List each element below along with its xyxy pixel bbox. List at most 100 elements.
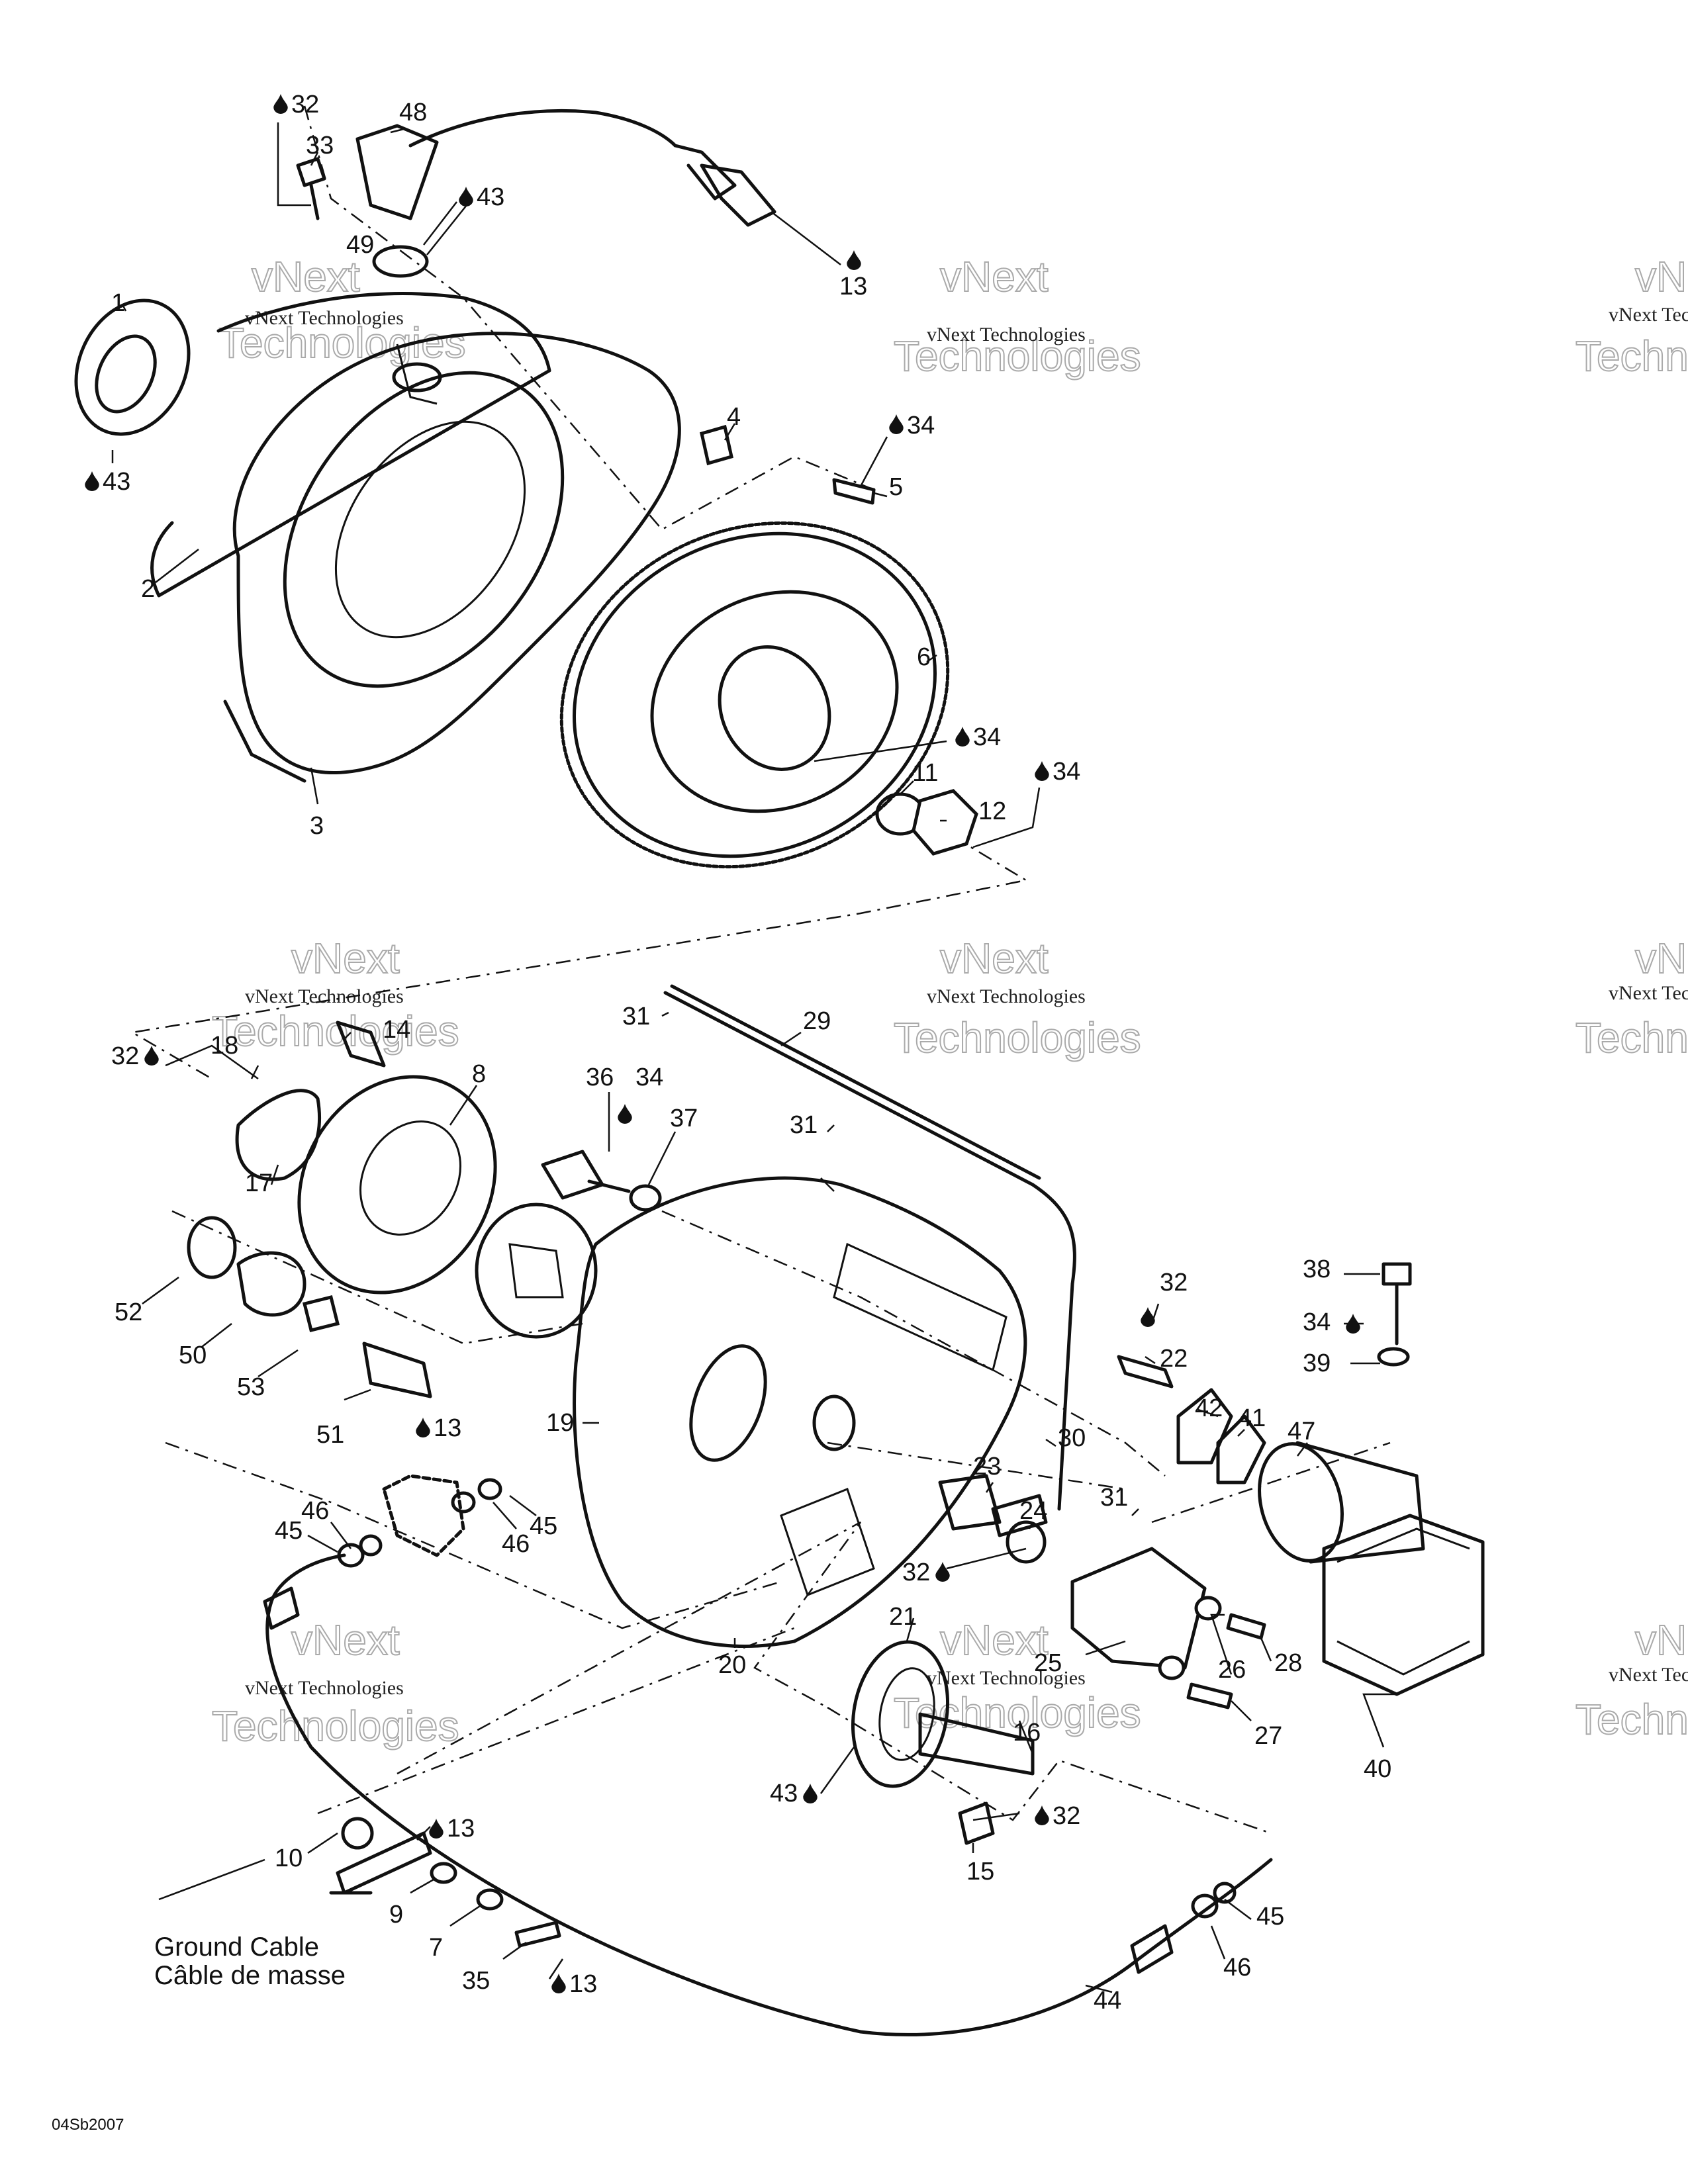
washer-37 bbox=[629, 1184, 662, 1212]
bolt-36 bbox=[541, 1150, 631, 1200]
watermark-text: vNext Technologies bbox=[245, 1677, 404, 1699]
callout-52: 52 bbox=[115, 1298, 142, 1326]
callout-32: 32 bbox=[291, 91, 319, 118]
gasket-2 bbox=[150, 292, 551, 598]
callout-46: 46 bbox=[1223, 1954, 1251, 1981]
callout-33: 33 bbox=[306, 132, 334, 159]
watermark-text: vNext Technologies bbox=[927, 324, 1086, 345]
watermark-text: vNext bbox=[252, 253, 360, 300]
callout-45: 45 bbox=[275, 1517, 303, 1545]
oil-drop-icon bbox=[955, 727, 970, 747]
lever-46 bbox=[382, 1474, 465, 1557]
o-ring-24 bbox=[1006, 1520, 1047, 1564]
watermark-text: Technologies bbox=[218, 319, 466, 367]
watermark-text: vNext bbox=[1635, 934, 1688, 982]
callout-31: 31 bbox=[1100, 1484, 1128, 1512]
callout-29: 29 bbox=[803, 1007, 831, 1035]
callout-32: 32 bbox=[902, 1559, 930, 1586]
plate-41 bbox=[1216, 1414, 1266, 1484]
callout-34: 34 bbox=[635, 1064, 663, 1091]
callout-8: 8 bbox=[472, 1060, 486, 1088]
callout-43: 43 bbox=[477, 183, 504, 211]
watermark-text: vNext bbox=[940, 1616, 1049, 1664]
dowel-4 bbox=[700, 424, 733, 466]
callout-13: 13 bbox=[569, 1970, 597, 1998]
watermark-text: vNext Technologies bbox=[245, 307, 404, 329]
oil-drop-icon bbox=[935, 1562, 950, 1582]
watermark-text: vNext Technologies bbox=[927, 1667, 1086, 1689]
callout-51: 51 bbox=[316, 1421, 344, 1449]
cable-29 bbox=[663, 984, 1076, 1511]
callout-20: 20 bbox=[718, 1651, 746, 1679]
callout-10: 10 bbox=[275, 1844, 303, 1872]
watermarks: vNext Technologies vNext Technologies vN… bbox=[211, 252, 1688, 1751]
callout-45: 45 bbox=[530, 1512, 557, 1540]
connector-53 bbox=[302, 1295, 340, 1333]
callout-46: 46 bbox=[301, 1497, 329, 1525]
callout-40: 40 bbox=[1364, 1755, 1391, 1783]
boot-40 bbox=[1322, 1514, 1485, 1696]
callout-48: 48 bbox=[399, 99, 427, 126]
callout-34: 34 bbox=[1053, 758, 1080, 786]
callout-41: 41 bbox=[1238, 1404, 1266, 1432]
bolt-22 bbox=[1117, 1355, 1174, 1388]
callout-30: 30 bbox=[1058, 1424, 1086, 1452]
watermark-text: vNext bbox=[1635, 253, 1688, 300]
callout-34: 34 bbox=[1303, 1308, 1331, 1336]
callout-17: 17 bbox=[245, 1169, 273, 1197]
watermark-text: Technologies bbox=[894, 332, 1141, 380]
solenoid-47 bbox=[1258, 1441, 1425, 1564]
watermark-text: vNext Technologies bbox=[1609, 1664, 1688, 1686]
callout-1: 1 bbox=[111, 289, 125, 317]
callout-9: 9 bbox=[389, 1901, 403, 1929]
cover-19 bbox=[573, 1176, 1027, 1648]
callout-19: 19 bbox=[546, 1409, 574, 1437]
callout-37: 37 bbox=[670, 1105, 698, 1132]
watermark-text: vNext bbox=[940, 253, 1049, 300]
oil-drop-icon bbox=[618, 1104, 632, 1124]
callout-4: 4 bbox=[727, 403, 741, 431]
callout-44: 44 bbox=[1094, 1987, 1121, 2015]
callout-42: 42 bbox=[1195, 1394, 1223, 1422]
shaft-16 bbox=[918, 1712, 1035, 1776]
callout-32: 32 bbox=[1160, 1269, 1188, 1297]
grommet bbox=[475, 1203, 598, 1339]
callout-21: 21 bbox=[889, 1603, 917, 1631]
oil-drop-icon bbox=[429, 1819, 444, 1839]
oil-drop-icon bbox=[273, 94, 288, 114]
nut-12 bbox=[912, 789, 978, 856]
watermark: vNext Technologies vNext Technologies bbox=[1575, 252, 1688, 381]
ground-cable-label-fr: Câble de masse bbox=[154, 1961, 346, 1990]
callout-18: 18 bbox=[211, 1032, 238, 1060]
callout-47: 47 bbox=[1288, 1418, 1315, 1445]
callout-34: 34 bbox=[973, 723, 1001, 751]
oil-drop-icon bbox=[889, 414, 904, 434]
callout-50: 50 bbox=[179, 1342, 207, 1369]
oil-drop-icon bbox=[1346, 1314, 1360, 1334]
callout-15: 15 bbox=[966, 1858, 994, 1886]
callout-7: 7 bbox=[429, 1934, 443, 1962]
ground-cable-label: Ground Cable bbox=[154, 1933, 319, 1962]
watermark: vNext Technologies vNext Technologies bbox=[211, 934, 460, 1056]
watermark-text: vNext bbox=[291, 934, 400, 982]
watermark: vNext Technologies vNext Technologies bbox=[1575, 1615, 1688, 1744]
leader-lines bbox=[111, 122, 1397, 1993]
watermark-text: Technologies bbox=[1575, 1696, 1688, 1743]
oil-drop-icon bbox=[847, 250, 861, 270]
callout-25: 25 bbox=[1034, 1649, 1062, 1677]
screws-26-27-28 bbox=[1158, 1596, 1266, 1709]
callout-22: 22 bbox=[1160, 1345, 1188, 1373]
bolt-38 bbox=[1382, 1262, 1412, 1345]
oil-drop-icon bbox=[1141, 1307, 1155, 1327]
oil-drop-icon bbox=[85, 471, 99, 491]
watermark: vNext Technologies vNext Technologies bbox=[893, 252, 1142, 381]
callout-32: 32 bbox=[1053, 1802, 1080, 1830]
watermark-text: Technologies bbox=[1575, 332, 1688, 380]
ground-hardware bbox=[329, 1817, 561, 1948]
callout-43: 43 bbox=[770, 1780, 798, 1807]
connector-51 bbox=[362, 1342, 432, 1398]
watermark-text: Technologies bbox=[1575, 1014, 1688, 1062]
cable-44 bbox=[263, 1553, 1273, 2036]
callout-3: 3 bbox=[310, 812, 324, 840]
callout-32: 32 bbox=[111, 1042, 139, 1070]
